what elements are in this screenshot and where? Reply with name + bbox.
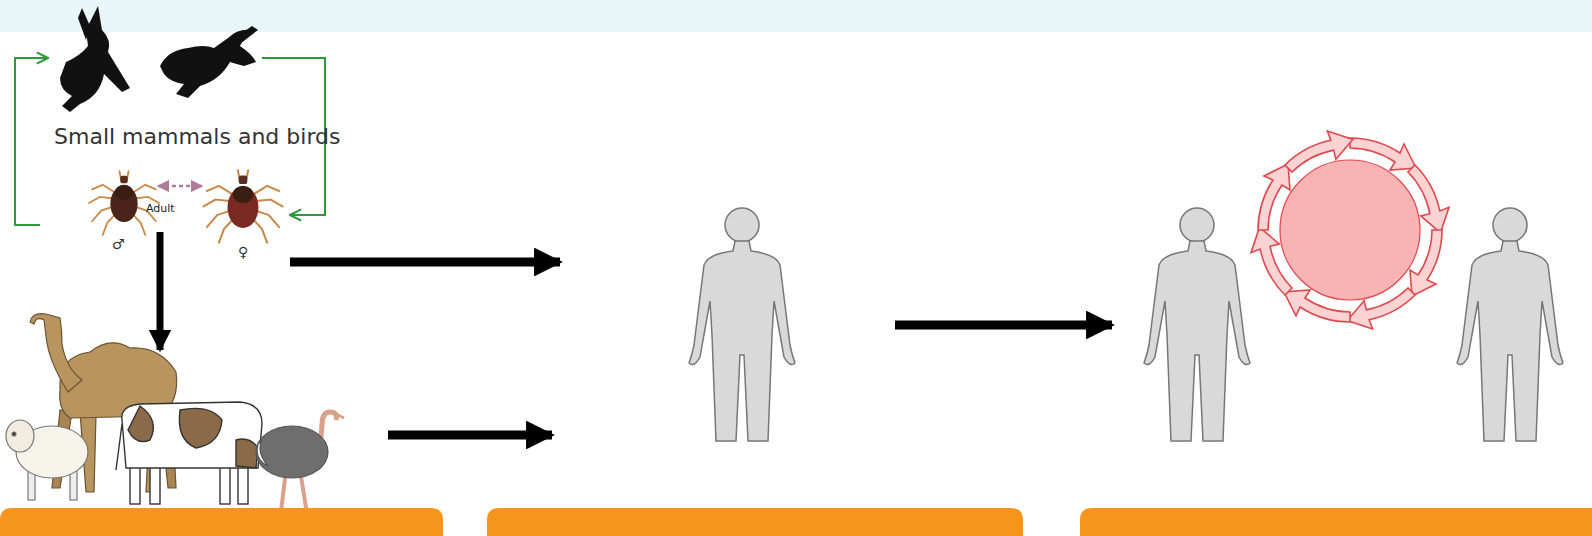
group-label: Small mammals and birds: [54, 124, 340, 149]
sex-symbol: ♀: [238, 244, 248, 260]
sex-symbol: ♂: [112, 236, 125, 252]
stage-label: Adult: [146, 203, 175, 216]
